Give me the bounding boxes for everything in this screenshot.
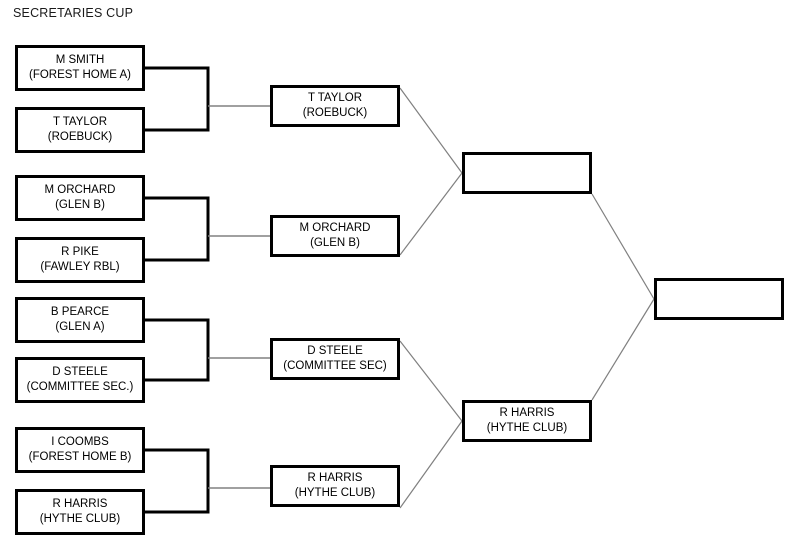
slot-club-name: (FOREST HOME B) — [28, 451, 132, 463]
slot-club-name: (GLEN A) — [55, 321, 105, 333]
slot-club-name: (GLEN B) — [55, 199, 105, 211]
slot-player-name: R HARRIS — [307, 471, 363, 484]
bracket-slot-r2-m2[interactable]: M ORCHARD (GLEN B) — [270, 215, 400, 257]
bracket-slot-r1-m1-s1[interactable]: M SMITH (FOREST HOME A) — [15, 45, 145, 91]
bracket-slot-r1-m4-s1[interactable]: I COOMBS (FOREST HOME B) — [15, 427, 145, 473]
bracket-slot-r1-m2-s2[interactable]: R PIKE (FAWLEY RBL) — [15, 237, 145, 283]
connector-r1-m3 — [145, 318, 210, 382]
slot-player-name: M ORCHARD — [299, 221, 371, 234]
bracket-slot-r2-m4[interactable]: R HARRIS (HYTHE CLUB) — [270, 465, 400, 507]
slot-club-name: (ROEBUCK) — [302, 107, 368, 119]
connector-r2-to-semi-top — [399, 87, 463, 256]
slot-club-name: (COMMITTEE SEC.) — [26, 381, 134, 393]
slot-player-name: R PIKE — [61, 245, 99, 258]
slot-club-name: (FAWLEY RBL) — [40, 261, 120, 273]
slot-player-name: T TAYLOR — [307, 91, 363, 104]
slot-club-name: (HYTHE CLUB) — [294, 487, 376, 499]
slot-player-name: M ORCHARD — [44, 183, 116, 196]
connector-r2-to-semi-bottom — [399, 340, 463, 509]
slot-player-name: B PEARCE — [50, 305, 110, 318]
slot-club-name: (HYTHE CLUB) — [486, 422, 568, 434]
slot-player-name: R HARRIS — [52, 497, 108, 510]
slot-player-name: D STEELE — [52, 365, 108, 378]
slot-club-name: (HYTHE CLUB) — [39, 513, 121, 525]
slot-player-name: I COOMBS — [51, 435, 109, 448]
bracket-slot-r1-m1-s2[interactable]: T TAYLOR (ROEBUCK) — [15, 107, 145, 153]
connector-semi-to-final — [591, 193, 655, 401]
bracket-slot-r2-m3[interactable]: D STEELE (COMMITTEE SEC) — [270, 338, 400, 380]
bracket-slot-final[interactable] — [654, 278, 784, 320]
bracket-slot-r1-m2-s1[interactable]: M ORCHARD (GLEN B) — [15, 175, 145, 221]
connector-r1-m4 — [145, 448, 210, 514]
bracket-slot-r1-m4-s2[interactable]: R HARRIS (HYTHE CLUB) — [15, 489, 145, 535]
slot-player-name: T TAYLOR — [52, 115, 108, 128]
bracket-slot-semi-bottom[interactable]: R HARRIS (HYTHE CLUB) — [462, 400, 592, 442]
bracket-slot-r1-m3-s2[interactable]: D STEELE (COMMITTEE SEC.) — [15, 357, 145, 403]
slot-player-name: D STEELE — [307, 344, 363, 357]
page-title: SECRETARIES CUP — [13, 6, 134, 20]
connector-r1-m1 — [145, 66, 210, 132]
bracket-slot-r2-m1[interactable]: T TAYLOR (ROEBUCK) — [270, 85, 400, 127]
slot-player-name: R HARRIS — [499, 406, 555, 419]
bracket-slot-semi-top[interactable] — [462, 152, 592, 194]
slot-club-name: (ROEBUCK) — [47, 131, 113, 143]
slot-player-name: M SMITH — [55, 53, 105, 66]
slot-club-name: (GLEN B) — [310, 237, 360, 249]
slot-club-name: (FOREST HOME A) — [28, 69, 132, 81]
connector-r1-m2 — [145, 196, 210, 262]
slot-club-name: (COMMITTEE SEC) — [283, 360, 387, 372]
bracket-slot-r1-m3-s1[interactable]: B PEARCE (GLEN A) — [15, 297, 145, 343]
